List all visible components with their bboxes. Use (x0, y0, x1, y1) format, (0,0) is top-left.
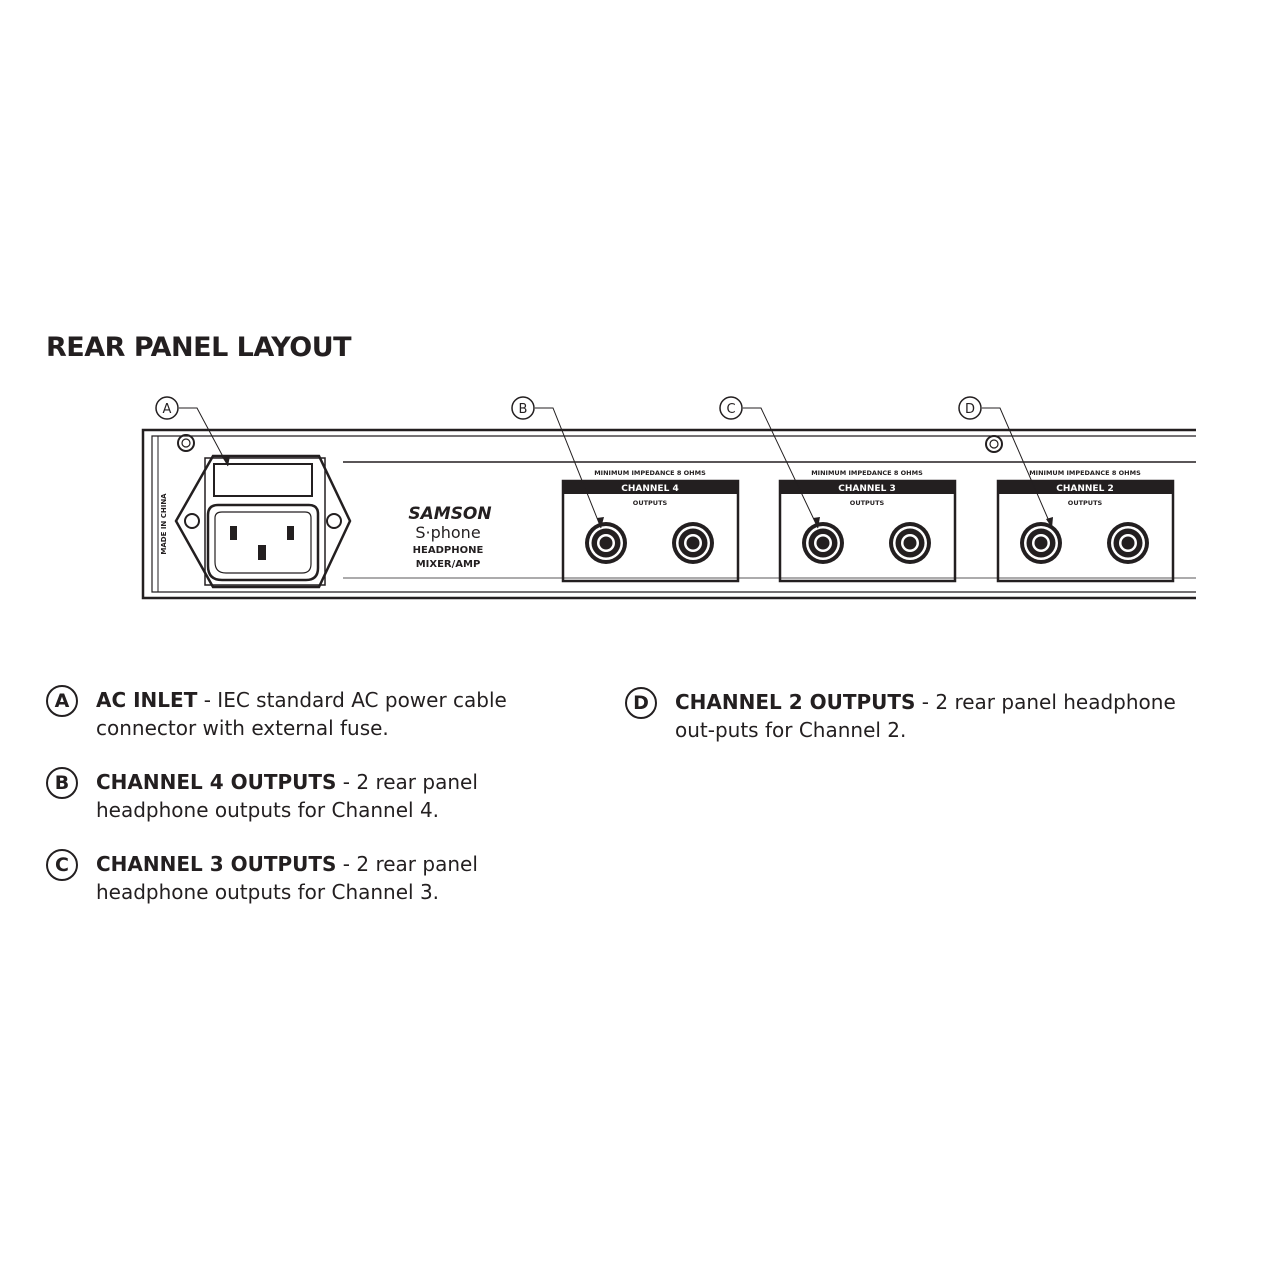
description-text: - 2 rear panel headphone outputs for Cha… (96, 770, 478, 822)
callout-b: B (511, 396, 535, 420)
description-text: - 2 rear panel headphone out-puts for Ch… (675, 690, 1176, 742)
description-term: AC INLET (96, 688, 198, 712)
callout-letter: D (965, 402, 975, 417)
channel-2-section: MINIMUM IMPEDANCE 8 OHMS CHANNEL 2 OUTPU… (996, 469, 1175, 583)
chassis (141, 428, 1196, 600)
brand-logo: SAMSON (408, 504, 491, 524)
channel-name: CHANNEL 4 (621, 484, 678, 494)
description-c: C CHANNEL 3 OUTPUTS - 2 rear panel headp… (46, 849, 596, 906)
callout-badge: A (46, 685, 78, 717)
description-text: - 2 rear panel headphone outputs for Cha… (96, 852, 478, 904)
screw-icon (985, 435, 1003, 453)
page-title: REAR PANEL LAYOUT (46, 332, 352, 363)
made-in-label: MADE IN CHINA (160, 493, 168, 555)
description-term: CHANNEL 2 OUTPUTS (675, 690, 916, 714)
channel-4-section: MINIMUM IMPEDANCE 8 OHMS CHANNEL 4 OUTPU… (561, 469, 740, 583)
channel-name: CHANNEL 3 (838, 484, 895, 494)
callout-letter: C (726, 402, 735, 417)
headphone-jack-icon (1020, 522, 1062, 564)
model-name: S·phone (415, 523, 480, 542)
impedance-label: MINIMUM IMPEDANCE 8 OHMS (1029, 469, 1141, 477)
subtitle-line-2: MIXER/AMP (416, 559, 481, 570)
outputs-label: OUTPUTS (633, 499, 668, 507)
callout-badge: C (46, 849, 78, 881)
headphone-jack-icon (1107, 522, 1149, 564)
subtitle-line-1: HEADPHONE (413, 545, 484, 556)
headphone-jack-icon (585, 522, 627, 564)
callout-letter: A (163, 402, 172, 417)
impedance-label: MINIMUM IMPEDANCE 8 OHMS (811, 469, 923, 477)
rear-panel-diagram: MADE IN CHINA SAMSON S·phone HEADPHONE M… (141, 396, 1196, 600)
screw-icon (177, 434, 195, 452)
headphone-jack-icon (889, 522, 931, 564)
description-a: A AC INLET - IEC standard AC power cable… (46, 685, 596, 742)
callout-c: C (719, 396, 743, 420)
channel-name: CHANNEL 2 (1056, 484, 1113, 494)
channel-3-section: MINIMUM IMPEDANCE 8 OHMS CHANNEL 3 OUTPU… (778, 469, 957, 583)
ac-inlet (174, 454, 352, 589)
callout-arrowheads (222, 456, 1053, 528)
callout-a: A (155, 396, 179, 420)
callout-letter: B (519, 402, 528, 417)
description-d: D CHANNEL 2 OUTPUTS - 2 rear panel headp… (625, 687, 1195, 744)
headphone-jack-icon (802, 522, 844, 564)
headphone-jack-icon (672, 522, 714, 564)
impedance-label: MINIMUM IMPEDANCE 8 OHMS (594, 469, 706, 477)
callout-badge: D (625, 687, 657, 719)
callout-d: D (958, 396, 982, 420)
description-text: - IEC standard AC power cable connector … (96, 688, 507, 740)
outputs-label: OUTPUTS (850, 499, 885, 507)
description-b: B CHANNEL 4 OUTPUTS - 2 rear panel headp… (46, 767, 596, 824)
callout-badge: B (46, 767, 78, 799)
description-term: CHANNEL 3 OUTPUTS (96, 852, 337, 876)
callout-leaders (179, 407, 1053, 529)
outputs-label: OUTPUTS (1068, 499, 1103, 507)
description-term: CHANNEL 4 OUTPUTS (96, 770, 337, 794)
